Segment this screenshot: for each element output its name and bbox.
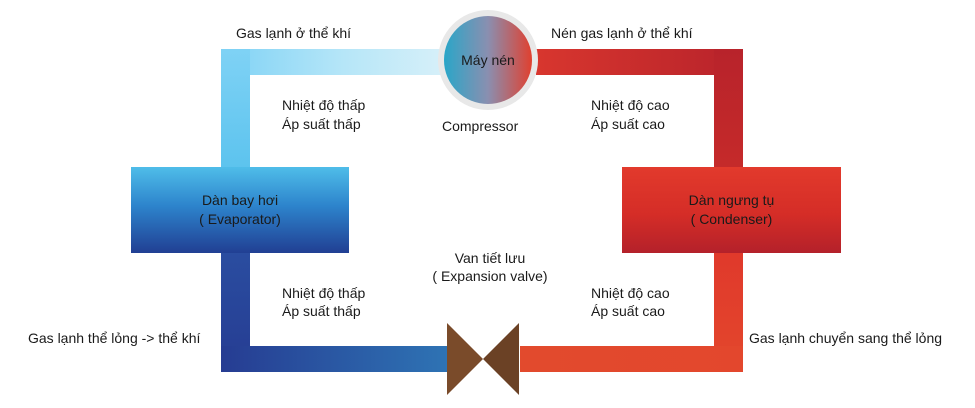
lower-right-temp: Nhiệt độ cao bbox=[591, 285, 670, 301]
expansion-valve-right bbox=[483, 323, 519, 395]
label-top-left: Gas lạnh ở thể khí bbox=[236, 25, 352, 41]
upper-right-temp: Nhiệt độ cao bbox=[591, 97, 670, 113]
compressor-circle bbox=[444, 16, 532, 104]
compressor-title: Máy nén bbox=[461, 52, 515, 68]
pipe-bottom-left bbox=[221, 346, 447, 372]
pipe-right-upper bbox=[714, 49, 743, 169]
pipe-top-right bbox=[536, 49, 743, 75]
evaporator-box: Dàn bay hơi ( Evaporator) bbox=[131, 167, 349, 253]
upper-left-temp: Nhiệt độ thấp bbox=[282, 97, 366, 113]
evaporator-name: Dàn bay hơi bbox=[201, 192, 279, 208]
pipe-left-upper bbox=[221, 49, 250, 169]
pipe-top-left bbox=[221, 49, 445, 75]
evaporator-english: ( Evaporator) bbox=[199, 211, 281, 227]
valve-english: ( Expansion valve) bbox=[432, 268, 548, 284]
upper-right-pressure: Áp suất cao bbox=[591, 116, 665, 132]
lower-left-pressure: Áp suất thấp bbox=[282, 303, 361, 319]
condenser-box: Dàn ngưng tụ ( Condenser) bbox=[622, 167, 841, 253]
label-bottom-left: Gas lạnh thể lỏng -> thể khí bbox=[28, 330, 201, 346]
valve-name: Van tiết lưu bbox=[454, 250, 526, 266]
compressor-subtitle: Compressor bbox=[442, 118, 519, 134]
lower-left-temp: Nhiệt độ thấp bbox=[282, 285, 366, 301]
lower-right-pressure: Áp suất cao bbox=[591, 303, 665, 319]
expansion-valve-left bbox=[447, 323, 483, 395]
label-top-right: Nén gas lạnh ở thể khí bbox=[551, 25, 693, 41]
condenser-name: Dàn ngưng tụ bbox=[688, 192, 775, 208]
pipe-bottom-right bbox=[520, 346, 743, 372]
upper-left-pressure: Áp suất thấp bbox=[282, 116, 361, 132]
condenser-english: ( Condenser) bbox=[690, 211, 773, 227]
label-bottom-right: Gas lạnh chuyển sang thể lỏng bbox=[749, 330, 943, 346]
